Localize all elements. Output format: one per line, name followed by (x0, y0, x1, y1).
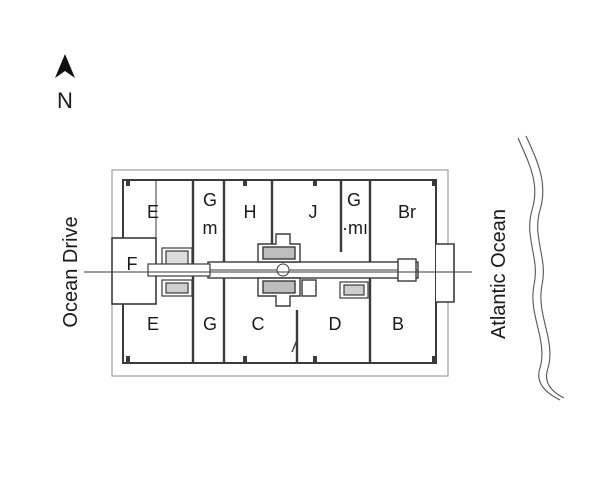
unit-label-g-west-bottom: G (203, 314, 217, 334)
shoreline-line-outer (517, 137, 561, 401)
north-arrow-icon (55, 54, 75, 78)
shoreline-line-inner (525, 135, 565, 399)
columns (126, 180, 436, 362)
column (126, 180, 130, 186)
unit-label-g-east-top: G (347, 190, 361, 210)
party-walls (155, 180, 372, 363)
column (313, 180, 317, 186)
column (243, 180, 247, 186)
street-label-east: Atlantic Ocean (488, 209, 510, 339)
unit-label-j: J (309, 202, 318, 222)
wall-d-c-jog (291, 339, 298, 353)
central-core-hatch-south (262, 280, 296, 294)
west-core-north-inner (165, 250, 189, 266)
unit-label-d: D (329, 314, 342, 334)
west-core-south-inner (165, 282, 189, 294)
central-core (257, 233, 317, 307)
column (432, 180, 436, 186)
west-cores (147, 247, 211, 297)
unit-label-g-west-top-sub: m (203, 218, 218, 238)
unit-label-b: B (392, 314, 404, 334)
compass: N (55, 54, 75, 113)
west-link (147, 263, 211, 277)
unit-label-c: C (252, 314, 265, 334)
unit-labels: E E F G m G H J G ·mı Br C D B (127, 190, 417, 334)
unit-label-g-west-top: G (203, 190, 217, 210)
east-bay (436, 243, 455, 303)
shoreline (517, 135, 565, 401)
unit-label-g-east-top-sub: ·mı (342, 218, 368, 238)
street-label-west: Ocean Drive (60, 216, 82, 327)
unit-label-e-south: E (147, 314, 159, 334)
column (313, 356, 317, 362)
east-core-south-inner (343, 284, 365, 296)
side-labels: Ocean Drive Atlantic Ocean (60, 209, 510, 339)
unit-label-br: Br (398, 202, 416, 222)
column (126, 356, 130, 362)
unit-label-h: H (244, 202, 257, 222)
central-core-east-block (301, 279, 317, 297)
column (432, 356, 436, 362)
building (84, 169, 472, 377)
central-corridor (207, 258, 419, 282)
central-core-shaft (276, 263, 290, 277)
central-core-hatch-north (262, 246, 296, 260)
unit-label-e-north: E (147, 202, 159, 222)
corridor-east-end (397, 258, 417, 282)
north-label: N (57, 88, 73, 113)
east-core (339, 281, 369, 299)
column (243, 356, 247, 362)
unit-label-f: F (127, 254, 138, 274)
